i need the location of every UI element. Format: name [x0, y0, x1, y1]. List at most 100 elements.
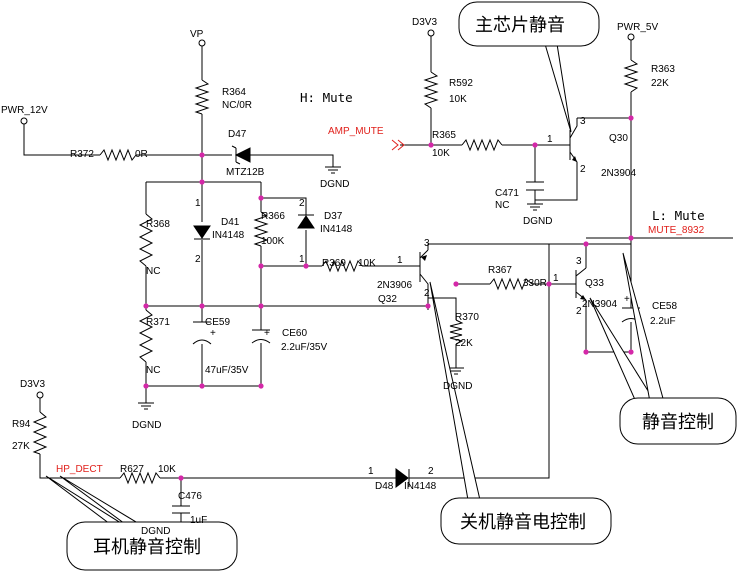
pin-d37-a: 1 — [299, 254, 305, 265]
r368-ref: R368 — [146, 219, 170, 230]
c476-symbol — [172, 505, 190, 523]
net-d3v3-top: D3V3 — [412, 17, 437, 28]
gnd-c476-label: DGND — [141, 526, 170, 537]
r366-value: 100K — [261, 236, 285, 247]
pin-ce60-plus: + — [264, 328, 270, 339]
junctions — [143, 115, 634, 481]
transistors — [414, 118, 587, 301]
pin-q32-c: 2 — [424, 288, 430, 299]
net-d3v3-left: D3V3 — [20, 379, 45, 390]
r366-body — [253, 211, 269, 247]
r367-body — [489, 277, 533, 291]
d37-ref: D37 — [324, 211, 343, 222]
pin-q33-e: 2 — [576, 306, 582, 317]
callout-main-chip-text: 主芯片静音 — [475, 15, 565, 36]
net-amp-mute: AMP_MUTE — [328, 126, 384, 137]
r363-ref: R363 — [651, 64, 675, 75]
pin-q33-c: 3 — [576, 256, 582, 267]
r592-ref: R592 — [449, 78, 473, 89]
d41-symbol — [193, 225, 211, 240]
c471-value: NC — [495, 200, 509, 211]
r369-value: 10K — [358, 258, 376, 269]
r94-ref: R94 — [12, 419, 31, 430]
d48-value: IN4148 — [404, 481, 437, 492]
r366-ref: R366 — [261, 211, 285, 222]
callout-mute-control-bubble — [619, 397, 737, 445]
resistors — [32, 59, 639, 485]
c476-value: 1uF — [190, 515, 207, 526]
pin-ce59-plus: + — [210, 328, 216, 339]
r365-ref: R365 — [432, 130, 456, 141]
q32-ref: Q32 — [378, 294, 397, 305]
callout-headphone-text: 耳机静音控制 — [93, 537, 201, 558]
pin-d41-k: 2 — [195, 254, 201, 265]
r372-ref: R372 — [70, 149, 94, 160]
r367-ref: R367 — [488, 265, 512, 276]
pin-q32-b: 1 — [397, 255, 403, 266]
text-labels: VP D3V3 PWR_5V PWR_12V D3V3 AMP_MUTE MUT… — [1, 15, 714, 558]
net-pwr-12v: PWR_12V — [1, 105, 48, 116]
q30-value: 2N3904 — [601, 168, 636, 179]
net-mute-8932: MUTE_8932 — [648, 225, 705, 236]
net-vp: VP — [190, 29, 204, 40]
r627-value: 10K — [158, 464, 176, 475]
pin-q32-e: 3 — [424, 238, 430, 249]
diodes — [193, 145, 426, 488]
r370-body — [449, 319, 464, 345]
callouts — [45, 1, 737, 571]
r370-value: 22K — [455, 338, 473, 349]
d47-symbol — [231, 145, 251, 165]
r369-body — [321, 259, 363, 273]
callout-headphone-bubble — [66, 521, 238, 571]
r364-ref: R364 — [222, 87, 246, 98]
power-symbols — [20, 29, 635, 399]
ce60-symbol — [251, 329, 271, 344]
r371-value: NC — [146, 365, 160, 376]
c471-symbol — [526, 181, 544, 191]
ce60-value: 2.2uF/35V — [281, 342, 327, 353]
ce60-ref: CE60 — [282, 328, 307, 339]
c476-ref: C476 — [178, 491, 202, 502]
ce59-value: 47uF/35V — [205, 365, 249, 376]
d47-value: MTZ12B — [226, 167, 265, 178]
r363-value: 22K — [651, 78, 669, 89]
pin-d48-k: 2 — [428, 466, 434, 477]
q32-value: 2N3906 — [377, 280, 412, 291]
r627-body — [119, 471, 161, 485]
amp-mute-input-arrow — [391, 139, 405, 151]
q30-ref: Q30 — [609, 133, 628, 144]
capacitors — [172, 181, 641, 523]
net-pwr-5v: PWR_5V — [617, 22, 658, 33]
callout-mute-control-text: 静音控制 — [642, 412, 714, 433]
callout-main-chip-bubble — [458, 1, 600, 47]
q33-ref: Q33 — [585, 278, 604, 289]
d47-ref: D47 — [228, 129, 247, 140]
d48-symbol — [395, 468, 426, 488]
r364-value: NC/0R — [222, 100, 252, 111]
r627-ref: R627 — [120, 464, 144, 475]
gnd-d47-label: DGND — [320, 179, 349, 190]
r592-value: 10K — [449, 94, 467, 105]
pin-ce58-plus: + — [624, 294, 630, 305]
gnd-c471-label: DGND — [523, 216, 552, 227]
r94-body — [32, 411, 48, 455]
d41-ref: D41 — [221, 217, 240, 228]
ce58-value: 2.2uF — [650, 316, 676, 327]
callout-poweroff-text: 关机静音电控制 — [460, 512, 586, 533]
c471-ref: C471 — [495, 188, 519, 199]
r364-body — [194, 79, 210, 115]
d37-value: IN4148 — [320, 224, 353, 235]
r372-body — [99, 148, 137, 162]
r372-value: 0R — [135, 149, 148, 160]
r367-value: 330R — [523, 278, 547, 289]
d41-value: IN4148 — [212, 230, 245, 241]
d48-ref: D48 — [375, 481, 394, 492]
pin-d48-a: 1 — [368, 466, 374, 477]
ce58-ref: CE58 — [652, 301, 677, 312]
q33-symbol — [566, 267, 587, 301]
q33-value: 2N3904 — [582, 299, 617, 310]
gnd-r370-label: DGND — [443, 381, 472, 392]
r368-value: NC — [146, 266, 160, 277]
q32-symbol — [414, 249, 429, 298]
